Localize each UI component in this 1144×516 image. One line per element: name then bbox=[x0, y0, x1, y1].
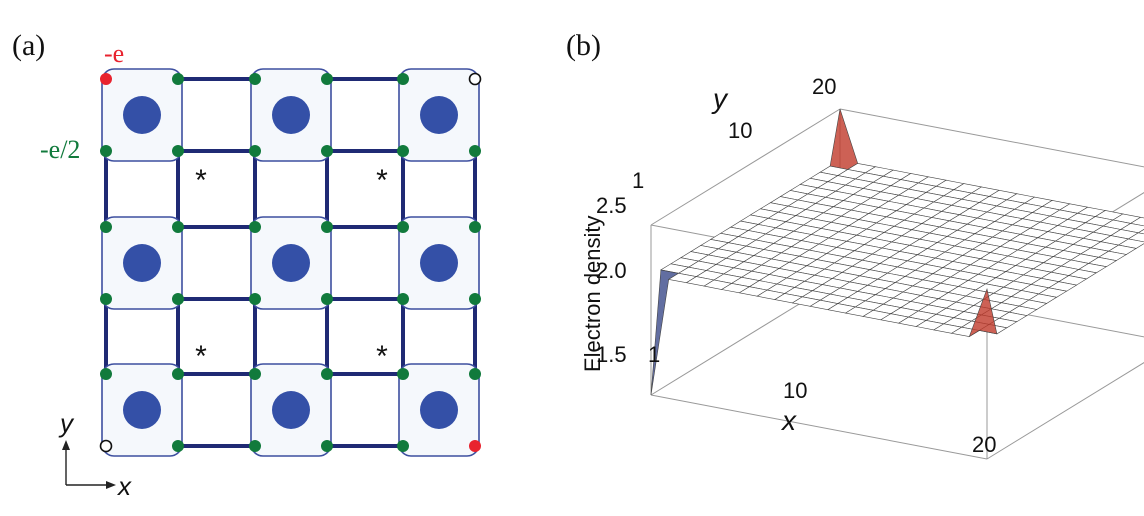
green-charge-dot bbox=[172, 368, 184, 380]
density-surface bbox=[650, 108, 1144, 396]
z-tick-1: 1.5 bbox=[596, 342, 627, 367]
green-charge-dot bbox=[249, 73, 261, 85]
axes-indicator: y x bbox=[58, 408, 132, 501]
y-tick-1: 10 bbox=[728, 118, 752, 143]
axis-ticks: 1.5 2.0 2.5 1 1 10 20 10 20 bbox=[596, 74, 996, 457]
center-charge-dot bbox=[420, 96, 458, 134]
defect-markers: * * * * bbox=[195, 164, 388, 373]
green-charge-dot bbox=[100, 145, 112, 157]
green-charge-dot bbox=[321, 368, 333, 380]
lattice-bonds bbox=[104, 77, 477, 448]
defect-asterisk: * bbox=[376, 164, 388, 197]
green-charge-dot bbox=[172, 145, 184, 157]
center-charge-dot bbox=[272, 244, 310, 282]
green-charge-dot bbox=[172, 73, 184, 85]
green-charge-dot bbox=[249, 368, 261, 380]
z-tick-2: 2.0 bbox=[596, 258, 627, 283]
box-edge bbox=[650, 394, 988, 460]
center-charge-dot bbox=[420, 244, 458, 282]
axis-x-label: x bbox=[116, 471, 132, 501]
z-tick-3: 2.5 bbox=[596, 193, 627, 218]
z-corner-tick: 1 bbox=[632, 168, 644, 193]
vacancy-dot bbox=[468, 72, 482, 86]
center-charge-dot bbox=[123, 96, 161, 134]
center-charge-dot bbox=[272, 96, 310, 134]
green-charge-dot bbox=[469, 145, 481, 157]
z-axis-label: Electron density bbox=[580, 215, 605, 372]
green-charge-dot bbox=[249, 145, 261, 157]
surface-cell bbox=[650, 269, 680, 396]
center-charge-dot bbox=[123, 391, 161, 429]
red-charge-dot bbox=[469, 440, 481, 452]
defect-asterisk: * bbox=[376, 340, 388, 373]
green-charge-dot bbox=[321, 73, 333, 85]
red-charge-dot bbox=[100, 73, 112, 85]
green-charge-dot bbox=[249, 440, 261, 452]
green-charge-dot bbox=[397, 221, 409, 233]
green-charge-dot bbox=[469, 368, 481, 380]
green-charge-dot bbox=[100, 221, 112, 233]
lattice-tiles bbox=[99, 68, 482, 457]
defect-asterisk: * bbox=[195, 340, 207, 373]
axis-y-label: y bbox=[58, 408, 75, 438]
green-charge-dot bbox=[321, 145, 333, 157]
panel-a: (a) -e -e/2 * * * * y x bbox=[12, 29, 482, 501]
y-axis-label: y bbox=[711, 83, 729, 114]
green-charge-dot bbox=[172, 440, 184, 452]
green-charge-dot bbox=[397, 145, 409, 157]
y-tick-2: 20 bbox=[812, 74, 836, 99]
green-charge-dot bbox=[172, 221, 184, 233]
green-charge-dot bbox=[321, 440, 333, 452]
green-charge-dot bbox=[249, 293, 261, 305]
green-charge-dot bbox=[397, 440, 409, 452]
vacancy-dot bbox=[99, 439, 113, 453]
green-charge-dot bbox=[397, 293, 409, 305]
panel-a-label: (a) bbox=[12, 29, 45, 62]
green-charge-dot bbox=[469, 293, 481, 305]
x-tick-2: 10 bbox=[783, 378, 807, 403]
green-charge-dot bbox=[321, 293, 333, 305]
center-charge-dot bbox=[123, 244, 161, 282]
charge-red-label: -e bbox=[104, 39, 124, 68]
x-axis-label: x bbox=[780, 405, 797, 436]
green-charge-dot bbox=[100, 368, 112, 380]
green-charge-dot bbox=[321, 221, 333, 233]
arrow-up-icon bbox=[62, 440, 70, 450]
surface-cell bbox=[968, 287, 998, 338]
green-charge-dot bbox=[397, 73, 409, 85]
green-charge-dot bbox=[172, 293, 184, 305]
defect-asterisk: * bbox=[195, 164, 207, 197]
surface-cell bbox=[1137, 229, 1144, 235]
center-charge-dot bbox=[420, 391, 458, 429]
charge-green-label: -e/2 bbox=[40, 135, 80, 164]
green-charge-dot bbox=[100, 293, 112, 305]
box-edge bbox=[650, 108, 841, 226]
surface-cell bbox=[829, 108, 859, 170]
x-tick-3: 20 bbox=[972, 432, 996, 457]
panel-b: (b) 1.5 2.0 2.5 1 1 10 20 10 20 y x Elec… bbox=[566, 29, 1144, 460]
panel-b-label: (b) bbox=[566, 29, 601, 62]
box-edge bbox=[986, 362, 1144, 460]
x-tick-1: 1 bbox=[648, 342, 660, 367]
green-charge-dot bbox=[249, 221, 261, 233]
box-edge bbox=[839, 108, 1144, 168]
arrow-right-icon bbox=[106, 481, 116, 489]
center-charge-dot bbox=[272, 391, 310, 429]
green-charge-dot bbox=[469, 221, 481, 233]
green-charge-dot bbox=[397, 368, 409, 380]
